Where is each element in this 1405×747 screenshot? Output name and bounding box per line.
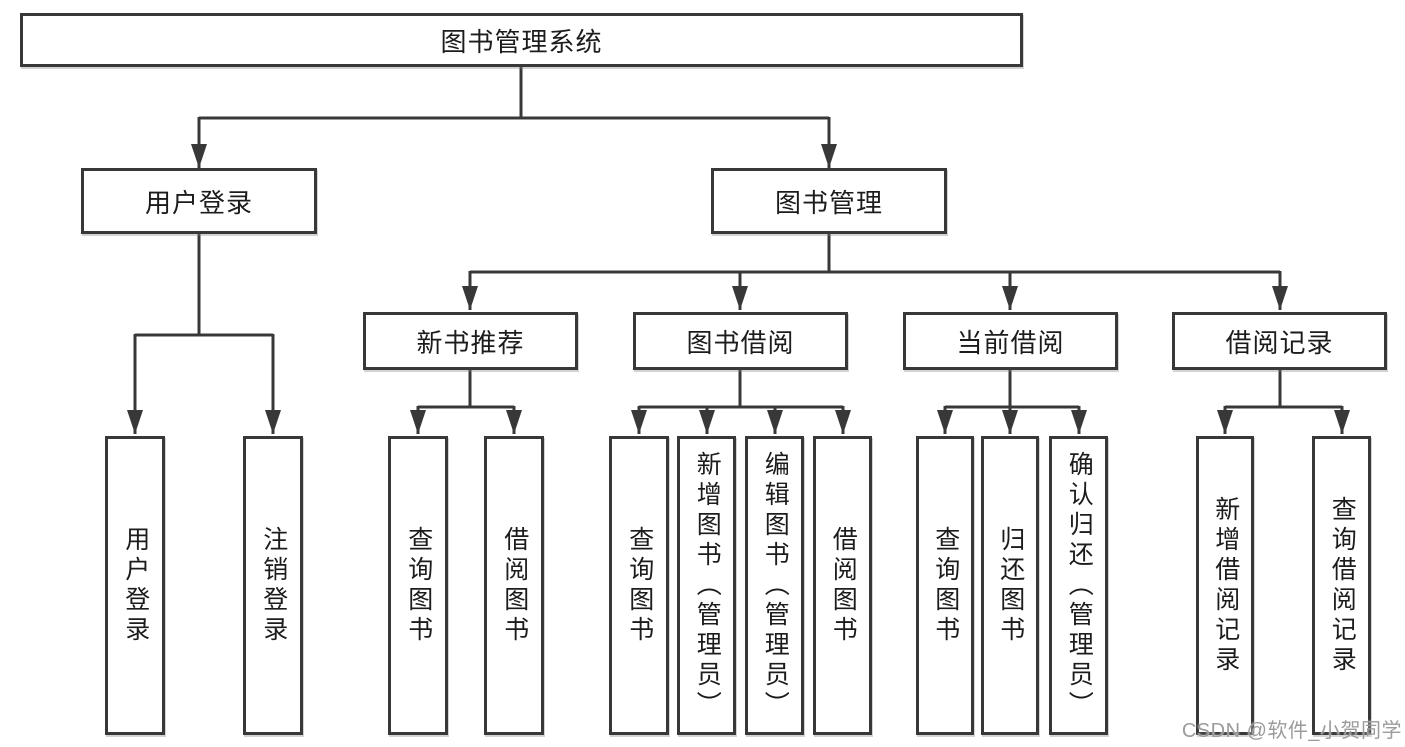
- node-add-books-admin: 新增图书（管理员）: [677, 436, 736, 735]
- node-return-books-label: 归还图书: [996, 525, 1025, 646]
- node-borrowing-records: 借阅记录: [1172, 312, 1387, 370]
- node-add-books-admin-label: 新增图书（管理员）: [693, 450, 722, 721]
- node-user-login-action: 用户登录: [105, 436, 165, 735]
- node-borrow-books-borrowing-label: 借阅图书: [829, 525, 858, 646]
- connector-book-management-trunk: [470, 233, 1280, 274]
- node-book-borrowing: 图书借阅: [633, 312, 848, 370]
- node-add-borrowing-record: 新增借阅记录: [1196, 436, 1254, 735]
- connector-borrowing-trunk: [639, 369, 843, 409]
- node-book-borrowing-label: 图书借阅: [686, 327, 795, 358]
- node-query-books-current-label: 查询图书: [931, 525, 960, 646]
- node-library-management-system-label: 图书管理系统: [440, 26, 603, 57]
- node-library-management-system: 图书管理系统: [20, 13, 1023, 67]
- node-confirm-return-admin: 确认归还（管理员）: [1049, 436, 1108, 735]
- node-user-login-label: 用户登录: [144, 187, 253, 218]
- node-edit-books-admin-label: 编辑图书（管理员）: [761, 450, 790, 721]
- node-book-management-label: 图书管理: [774, 187, 883, 218]
- node-query-books-borrowing-label: 查询图书: [625, 525, 654, 646]
- node-query-books-recommend-label: 查询图书: [404, 525, 433, 646]
- node-new-book-recommendation-label: 新书推荐: [416, 327, 525, 358]
- node-logout-label: 注销登录: [259, 525, 288, 646]
- node-borrow-books-borrowing: 借阅图书: [813, 436, 872, 735]
- node-query-books-current: 查询图书: [916, 436, 974, 735]
- node-query-books-borrowing: 查询图书: [609, 436, 669, 735]
- node-query-borrowing-record: 查询借阅记录: [1312, 436, 1371, 735]
- connector-root-trunk: [199, 66, 829, 120]
- node-current-borrowing: 当前借阅: [903, 312, 1118, 370]
- node-borrow-books-recommend-label: 借阅图书: [500, 525, 529, 646]
- node-logout: 注销登录: [243, 436, 303, 735]
- node-current-borrowing-label: 当前借阅: [956, 327, 1065, 358]
- node-edit-books-admin: 编辑图书（管理员）: [745, 436, 804, 735]
- connector-recommendation-trunk: [418, 369, 514, 409]
- node-confirm-return-admin-label: 确认归还（管理员）: [1065, 450, 1094, 721]
- node-user-login: 用户登录: [81, 168, 317, 234]
- node-book-management: 图书管理: [711, 168, 947, 234]
- node-add-borrowing-record-label: 新增借阅记录: [1211, 495, 1240, 676]
- connector-user-login-trunk: [135, 233, 273, 337]
- node-user-login-action-label: 用户登录: [121, 525, 150, 646]
- node-borrowing-records-label: 借阅记录: [1225, 327, 1334, 358]
- node-query-borrowing-record-label: 查询借阅记录: [1328, 495, 1357, 676]
- connector-current-trunk: [945, 369, 1079, 409]
- node-query-books-recommend: 查询图书: [388, 436, 448, 735]
- csdn-watermark: CSDN @软件_小贺同学: [1181, 720, 1402, 742]
- node-borrow-books-recommend: 借阅图书: [484, 436, 544, 735]
- connector-records-trunk: [1225, 369, 1342, 409]
- node-return-books: 归还图书: [981, 436, 1039, 735]
- node-new-book-recommendation: 新书推荐: [363, 312, 578, 370]
